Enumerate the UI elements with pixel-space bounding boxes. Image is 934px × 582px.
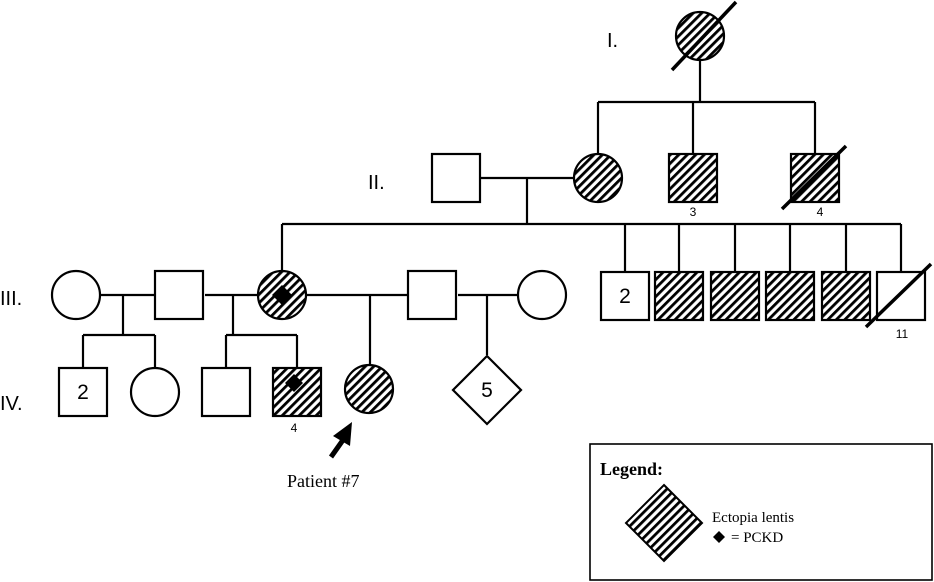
gen-iii-male-affected bbox=[653, 270, 705, 322]
gen-iv-male-group bbox=[57, 366, 109, 418]
legend-pckd-label: = PCKD bbox=[731, 530, 783, 546]
generation-label-ii: II. bbox=[368, 172, 385, 194]
gen-iii-male-affected bbox=[820, 270, 872, 322]
count-label: 4 bbox=[291, 421, 298, 435]
legend-affected-label: Ectopia lentis bbox=[712, 510, 794, 526]
legend-title: Legend: bbox=[600, 459, 663, 479]
generation-label-iv: IV. bbox=[0, 393, 23, 415]
count-label: 5 bbox=[481, 379, 493, 402]
proband-label: Patient #7 bbox=[287, 471, 360, 491]
generation-label-iii: III. bbox=[0, 288, 22, 310]
deceased-slash bbox=[780, 144, 848, 211]
gen-iii-male bbox=[153, 269, 205, 321]
count-label: 2 bbox=[77, 381, 89, 404]
gen-iii-male-spouse bbox=[406, 269, 458, 321]
count-label: 4 bbox=[817, 205, 824, 219]
gen-iii-male-affected bbox=[764, 270, 816, 322]
count-label: 2 bbox=[619, 285, 631, 308]
gen-iii-female-spouse-right bbox=[516, 269, 568, 321]
gen-iv-male bbox=[200, 366, 252, 418]
gen-iv-female-proband-affected bbox=[343, 363, 395, 415]
legend-affected-symbol bbox=[624, 483, 704, 563]
generation-label-i: I. bbox=[607, 30, 618, 52]
gen-iii-male-group bbox=[599, 270, 651, 322]
connecting-lines bbox=[81, 60, 903, 368]
gen-i-female-affected-deceased bbox=[674, 10, 726, 62]
gen-ii-male-spouse bbox=[430, 152, 482, 204]
gen-ii-male-affected bbox=[667, 152, 719, 204]
deceased-slash bbox=[670, 0, 738, 72]
pckd-marker bbox=[272, 285, 292, 305]
gen-iii-female-spouse bbox=[50, 269, 102, 321]
gen-iii-male-affected bbox=[709, 270, 761, 322]
legend: Legend: Ectopia lentis = PCKD bbox=[589, 443, 933, 581]
legend-pckd-marker bbox=[713, 531, 725, 543]
pckd-marker bbox=[285, 374, 303, 392]
gen-iv-female bbox=[129, 366, 181, 418]
gen-iv-male-affected-pckd-group bbox=[271, 366, 323, 418]
deceased-slash bbox=[864, 262, 933, 329]
gen-iv-diamond-group bbox=[451, 354, 523, 426]
count-label: 3 bbox=[690, 205, 697, 219]
count-label: 11 bbox=[896, 327, 909, 341]
proband-arrow bbox=[328, 422, 352, 459]
gen-ii-female-affected bbox=[572, 152, 624, 204]
